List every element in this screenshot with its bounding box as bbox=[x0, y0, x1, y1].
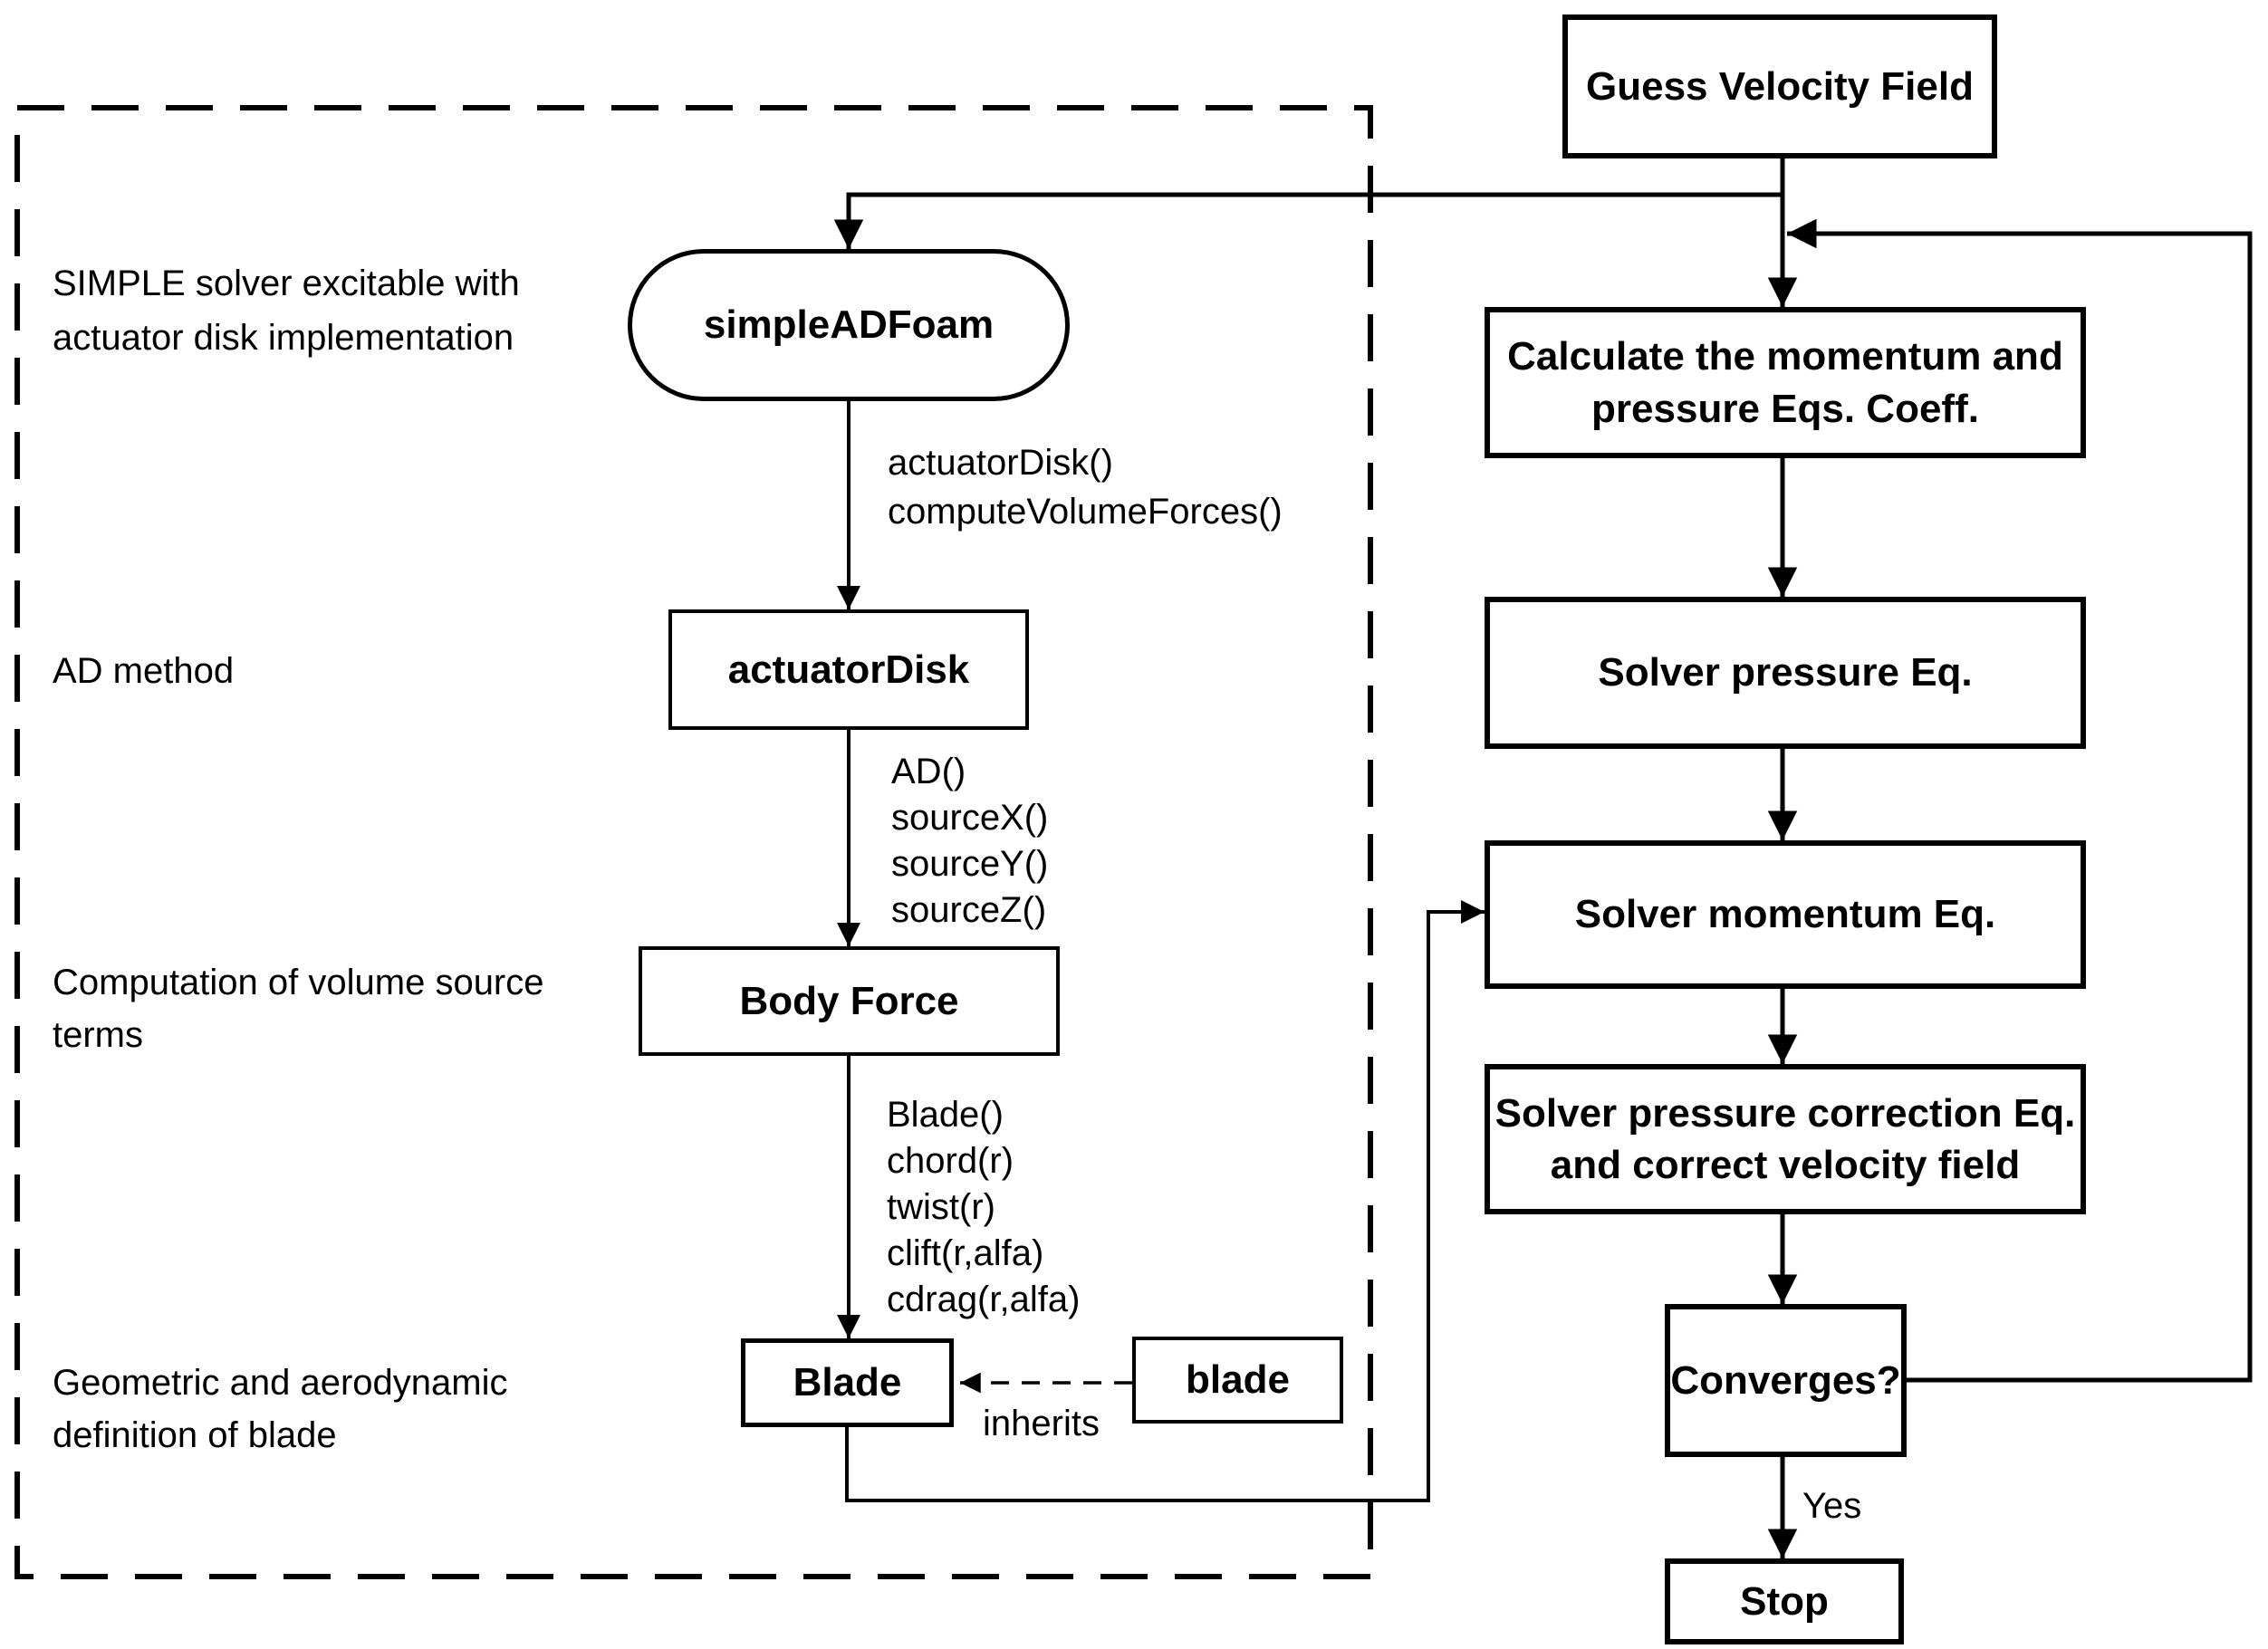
call-item: AD() bbox=[891, 752, 966, 791]
node-simple-ad-foam-label: simpleADFoam bbox=[703, 302, 995, 348]
call-list-simple-to-actuator: actuatorDisk() computeVolumeForces() bbox=[888, 438, 1283, 536]
edge-guess-to-simpleadfoam bbox=[833, 192, 1783, 249]
call-item: sourceY() bbox=[891, 844, 1049, 884]
node-stop-label: Stop bbox=[1740, 1578, 1829, 1624]
call-list-body-to-blade: Blade() chord(r) twist(r) clift(r,alfa) … bbox=[887, 1092, 1080, 1323]
node-guess-velocity-field-label: Guess Velocity Field bbox=[1586, 63, 1974, 109]
node-blade-label: Blade bbox=[793, 1360, 902, 1405]
label-volume-source: Computation of volume source terms bbox=[53, 956, 544, 1061]
label-ad-method: AD method bbox=[53, 651, 235, 691]
node-solver-pressure: Solver pressure Eq. bbox=[1485, 597, 2086, 749]
label-blade-definition-line1: Geometric and aerodynamic bbox=[53, 1363, 508, 1403]
label-yes: Yes bbox=[1802, 1486, 1862, 1526]
node-actuator-disk: actuatorDisk bbox=[668, 609, 1029, 730]
label-inherits: inherits bbox=[983, 1404, 1100, 1443]
node-body-force-label: Body Force bbox=[739, 978, 959, 1023]
label-volume-source-line1: Computation of volume source bbox=[53, 963, 544, 1002]
node-actuator-disk-label: actuatorDisk bbox=[727, 647, 970, 692]
node-pressure-correction: Solver pressure correction Eq. and corre… bbox=[1485, 1064, 2086, 1214]
label-blade-definition: Geometric and aerodynamic definition of … bbox=[53, 1357, 507, 1462]
node-pressure-correction-line2: and correct velocity field bbox=[1550, 1143, 2021, 1187]
node-pressure-correction-line1: Solver pressure correction Eq. bbox=[1494, 1090, 2076, 1136]
node-solver-momentum-label: Solver momentum Eq. bbox=[1574, 892, 1996, 937]
node-converges-label: Converges? bbox=[1670, 1357, 1901, 1403]
dashed-boundary bbox=[14, 105, 1373, 1579]
node-guess-velocity-field: Guess Velocity Field bbox=[1562, 14, 1997, 158]
call-item: clift(r,alfa) bbox=[887, 1233, 1044, 1273]
edge-converges-feedback-loop bbox=[1787, 218, 2253, 1383]
call-item: Blade() bbox=[887, 1095, 1004, 1135]
node-calculate-coeff: Calculate the momentum and pressure Eqs.… bbox=[1485, 307, 2086, 458]
label-simple-solver-line1: SIMPLE solver excitable with bbox=[53, 264, 520, 303]
node-converges: Converges? bbox=[1665, 1304, 1907, 1457]
call-item: actuatorDisk() bbox=[888, 443, 1113, 483]
node-solver-momentum: Solver momentum Eq. bbox=[1485, 840, 2086, 989]
call-item: twist(r) bbox=[887, 1187, 995, 1227]
call-list-actuator-to-body: AD() sourceX() sourceY() sourceZ() bbox=[891, 749, 1048, 934]
call-item: chord(r) bbox=[887, 1141, 1014, 1181]
label-simple-solver: SIMPLE solver excitable with actuator di… bbox=[53, 256, 520, 365]
node-stop: Stop bbox=[1665, 1558, 1904, 1644]
node-calculate-coeff-line2: pressure Eqs. Coeff. bbox=[1591, 386, 1979, 431]
call-item: sourceX() bbox=[891, 798, 1049, 838]
node-blade-parent: blade bbox=[1132, 1337, 1343, 1424]
edge-blade-to-momentum bbox=[845, 900, 1485, 1502]
label-volume-source-line2: terms bbox=[53, 1015, 143, 1055]
label-blade-definition-line2: definition of blade bbox=[53, 1415, 337, 1455]
call-item: cdrag(r,alfa) bbox=[887, 1280, 1081, 1319]
node-solver-pressure-label: Solver pressure Eq. bbox=[1598, 650, 1973, 695]
node-blade-parent-label: blade bbox=[1186, 1357, 1290, 1403]
node-body-force: Body Force bbox=[639, 946, 1060, 1056]
node-blade: Blade bbox=[741, 1338, 954, 1427]
label-simple-solver-line2: actuator disk implementation bbox=[53, 318, 514, 358]
call-item: computeVolumeForces() bbox=[888, 492, 1283, 532]
node-calculate-coeff-line1: Calculate the momentum and bbox=[1507, 334, 2063, 379]
node-simple-ad-foam: simpleADFoam bbox=[628, 249, 1070, 401]
call-item: sourceZ() bbox=[891, 890, 1047, 930]
